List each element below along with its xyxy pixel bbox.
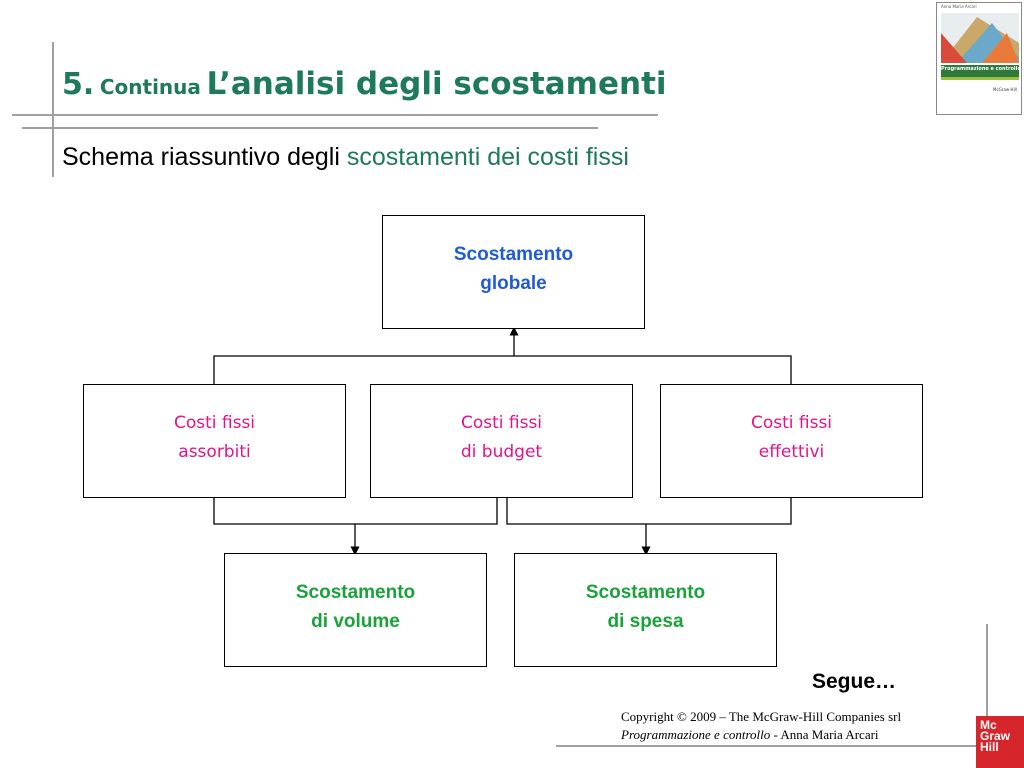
slide-subtitle: Schema riassuntivo degli scostamenti dei… [62, 143, 629, 172]
segue-label: Segue… [812, 670, 897, 693]
slide-title: 5. Continua L’analisi degli scostamenti [62, 66, 667, 102]
lower-right-bracket [506, 497, 792, 525]
book-cover-image: Anna Maria Arcari Programmazione e contr… [936, 2, 1022, 115]
box-costi-fissi-effettivi: Costi fissi effettivi [660, 384, 923, 498]
upper-bracket [213, 355, 792, 385]
bottom-vertical-rule [986, 624, 988, 768]
box-line-2: di spesa [607, 611, 684, 632]
top-horizontal-rule-2 [22, 127, 598, 129]
box-costi-fissi-assorbiti: Costi fissi assorbiti [83, 384, 346, 498]
lower-left-bracket [213, 497, 498, 525]
logo-line-1: Mc [980, 718, 997, 732]
box-line-1: Scostamento [295, 582, 416, 603]
top-horizontal-rule-1 [12, 114, 658, 116]
box-line-2: di volume [311, 611, 400, 632]
left-vertical-rule [52, 42, 54, 177]
box-line-1: Scostamento [585, 582, 706, 603]
title-number: 5. [62, 67, 95, 102]
box-line-2: assorbiti [178, 442, 251, 462]
box-line-2: di budget [460, 442, 543, 462]
box-scostamento-globale: Scostamento globale [382, 215, 645, 329]
book-cover-title: Programmazione e controllo [941, 66, 1019, 72]
box-scostamento-di-spesa: Scostamento di spesa [514, 553, 777, 667]
copyright-block: Copyright © 2009 – The McGraw-Hill Compa… [621, 708, 901, 744]
book-cover-art [937, 3, 1021, 114]
box-costi-fissi-di-budget: Costi fissi di budget [370, 384, 633, 498]
box-line-1: Costi fissi [750, 413, 833, 433]
copyright-text: Copyright © 2009 – The McGraw-Hill Compa… [621, 709, 902, 724]
mcgraw-hill-logo: Mc Graw Hill [976, 716, 1024, 768]
box-scostamento-di-volume: Scostamento di volume [224, 553, 487, 667]
book-credit-title: Programmazione e controllo [621, 727, 771, 742]
box-line-2: effettivi [758, 442, 825, 462]
subtitle-prefix: Schema riassuntivo degli [62, 143, 340, 171]
title-main: L’analisi degli scostamenti [206, 66, 667, 102]
book-cover-publisher: McGraw-Hill [993, 87, 1017, 92]
logo-line-3: Hill [980, 740, 999, 754]
title-continua: Continua [99, 75, 201, 99]
box-line-1: Costi fissi [173, 413, 256, 433]
book-cover-author: Anna Maria Arcari [941, 4, 977, 9]
box-line-2: globale [480, 273, 547, 294]
book-credit: Programmazione e controllo - Anna Maria … [621, 726, 901, 744]
box-line-1: Scostamento [453, 244, 574, 265]
book-credit-author: - Anna Maria Arcari [773, 727, 879, 742]
subtitle-accent: scostamenti dei costi fissi [346, 143, 629, 171]
bottom-horizontal-rule [556, 745, 1024, 747]
box-line-1: Costi fissi [460, 413, 543, 433]
logo-line-2: Graw [980, 729, 1011, 743]
